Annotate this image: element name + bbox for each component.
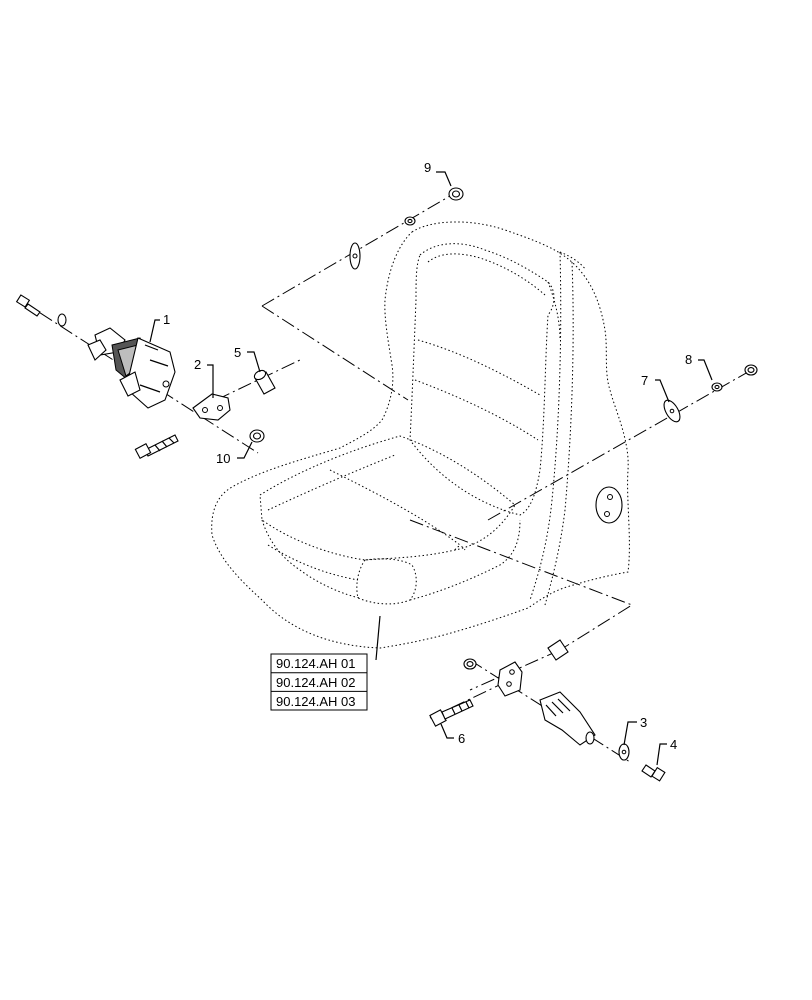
callout-7: 7 [641, 373, 648, 388]
part-6-bolt [429, 699, 474, 727]
part-7-large-washer [663, 399, 681, 423]
callout-1: 1 [163, 312, 170, 327]
part-8-lock-washer [711, 382, 723, 392]
part-buckle-lower [539, 691, 596, 746]
callout-9: 9 [424, 160, 431, 175]
reference-box: 90.124.AH 01 90.124.AH 02 90.124.AH 03 [270, 653, 368, 711]
callout-10: 10 [216, 451, 230, 466]
part-2-bracket-plate [192, 393, 231, 421]
part-bracket-lower [497, 661, 523, 697]
part-nut-lower [463, 658, 477, 670]
part-spacer-lower [547, 639, 569, 661]
part-4-bolt [641, 764, 666, 782]
reference-link-1[interactable]: 90.124.AH 01 [276, 656, 356, 671]
callout-4: 4 [670, 737, 677, 752]
part-3-washer [618, 743, 630, 761]
part-bolt-left-top [15, 294, 41, 317]
reference-link-3[interactable]: 90.124.AH 03 [276, 694, 356, 709]
assembly-center-lines [19, 192, 756, 763]
part-10-nut [249, 429, 265, 443]
part-5-spacer [253, 369, 276, 395]
part-bolt-left-lower [134, 434, 179, 459]
part-washer-left-top [57, 313, 67, 327]
callout-6: 6 [458, 731, 465, 746]
callout-2: 2 [194, 357, 201, 372]
callout-3: 3 [640, 715, 647, 730]
part-large-washer-top [349, 242, 361, 270]
callout-5: 5 [234, 345, 241, 360]
seat-mounting-holes [595, 486, 623, 524]
callout-8: 8 [685, 352, 692, 367]
reference-link-2[interactable]: 90.124.AH 02 [276, 675, 356, 690]
seat-outline [211, 221, 630, 649]
part-1-seat-belt-buckle [87, 327, 176, 409]
part-9-nut [448, 187, 464, 201]
part-lock-washer-top [404, 216, 416, 226]
leader-lines [149, 171, 713, 766]
callout-labels: 9 1 2 5 10 7 8 3 4 6 [163, 160, 692, 752]
part-nut-right [744, 364, 758, 376]
